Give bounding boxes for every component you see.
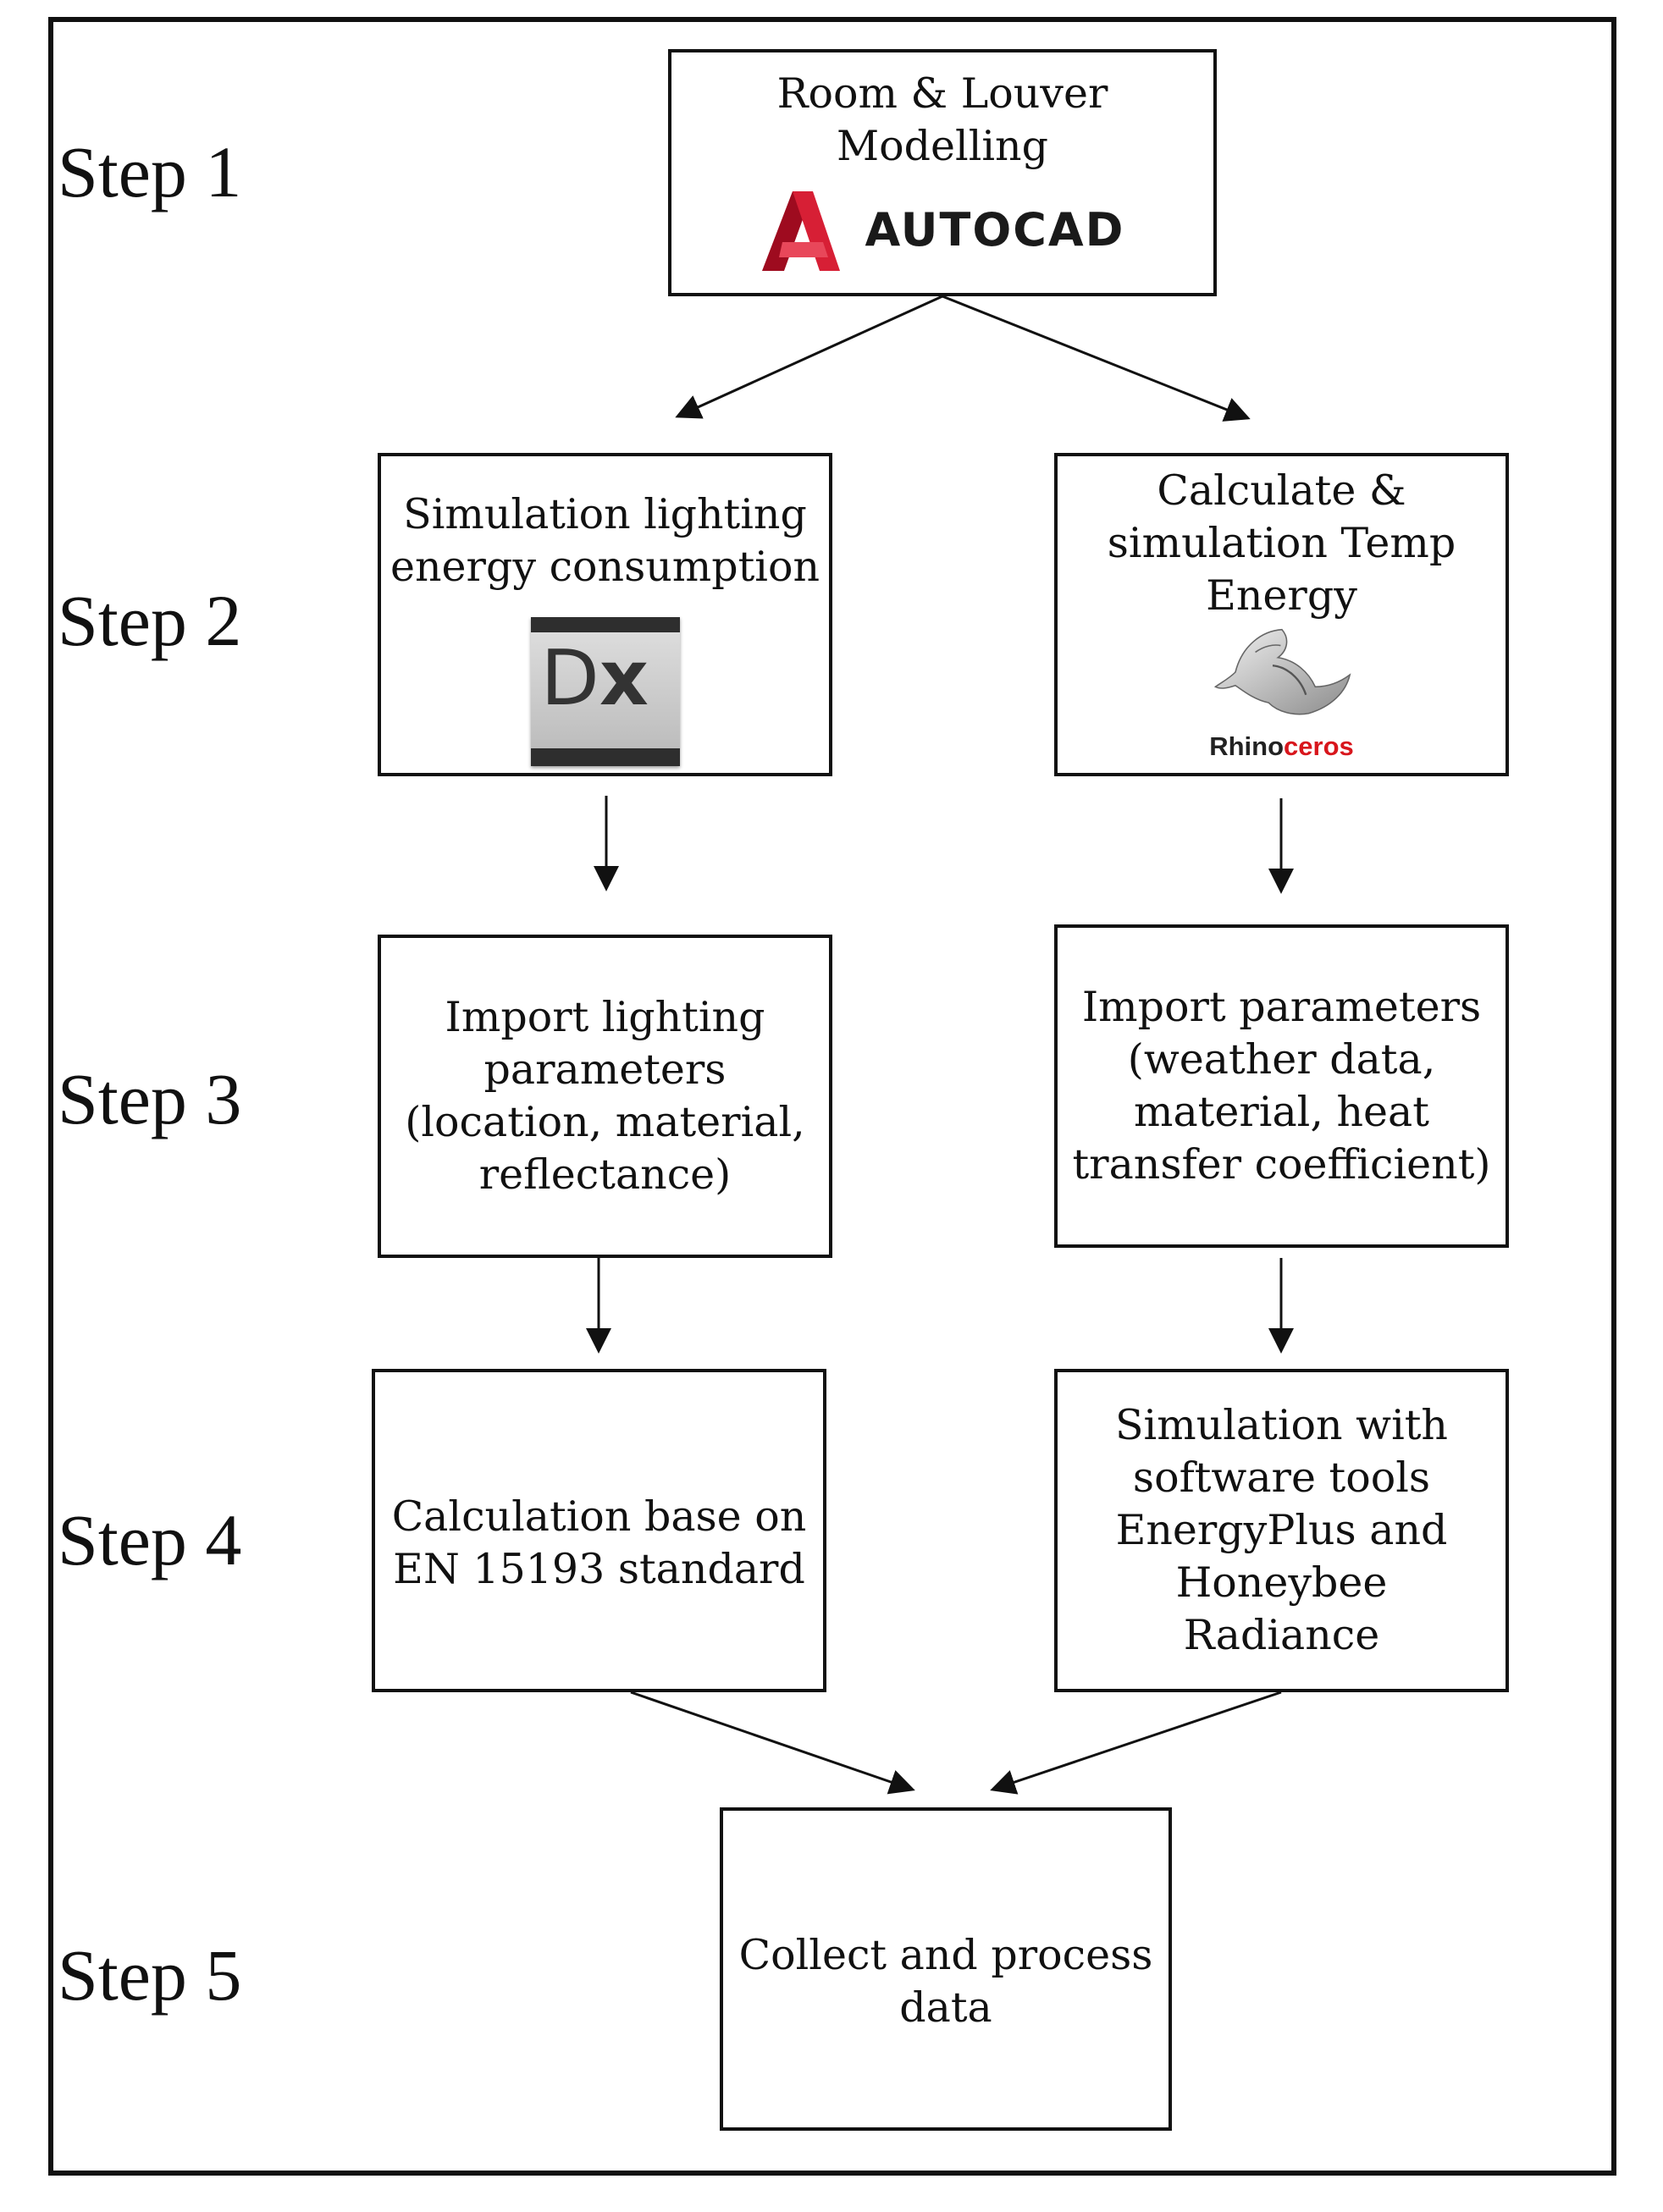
step-3-label: Step 3 [58, 1058, 242, 1139]
autocad-wordmark: AUTOCAD [865, 203, 1125, 257]
arrow-simulation-to-collect [990, 1691, 1282, 1795]
diagram-frame [48, 17, 1616, 2176]
node-label: Import lighting parameters (location, ma… [405, 993, 805, 1199]
rhino-wordmark-part: Rhino [1209, 731, 1285, 761]
node-label: Room & Louver Modelling [776, 69, 1108, 170]
rhino-icon [1213, 628, 1351, 715]
rhinoceros-wordmark: Rhinoceros [1209, 720, 1354, 773]
dialux-dx-icon: Dx [530, 617, 680, 766]
node-label: Calculate & simulation Temp Energy [1107, 466, 1456, 620]
arrow-modelling-to-temp [942, 295, 1251, 422]
node-label: Calculation base on EN 15193 standard [391, 1492, 807, 1593]
step-5-label: Step 5 [58, 1934, 242, 2016]
step-2-label: Step 2 [58, 580, 242, 661]
ceros-wordmark-part: ceros [1284, 731, 1354, 761]
node-room-louver-modelling: Room & Louver Modelling AUTOCAD [668, 49, 1217, 296]
node-calculation-en15193: Calculation base on EN 15193 standard [372, 1369, 826, 1692]
arrow-calculation-to-collect [630, 1691, 915, 1795]
node-collect-process-data: Collect and process data [720, 1807, 1172, 2131]
step-1-label: Step 1 [58, 131, 242, 212]
node-label: Simulation with software tools EnergyPlu… [1114, 1401, 1448, 1659]
node-label: Collect and process data [738, 1931, 1153, 2032]
node-calculate-temp-energy: Calculate & simulation Temp Energy Rhino… [1054, 453, 1509, 776]
node-label: Simulation lighting energy consumption [390, 490, 820, 591]
node-import-lighting-parameters: Import lighting parameters (location, ma… [378, 935, 832, 1258]
node-import-parameters: Import parameters (weather data, materia… [1054, 924, 1509, 1248]
node-simulation-software-tools: Simulation with software tools EnergyPlu… [1054, 1369, 1509, 1692]
autocad-logo: AUTOCAD [760, 188, 1125, 273]
node-simulation-lighting: Simulation lighting energy consumption D… [378, 453, 832, 776]
autocad-a-icon [761, 191, 840, 271]
node-label: Import parameters (weather data, materia… [1072, 983, 1491, 1189]
arrow-modelling-to-lighting [675, 295, 943, 419]
step-4-label: Step 4 [58, 1499, 242, 1580]
